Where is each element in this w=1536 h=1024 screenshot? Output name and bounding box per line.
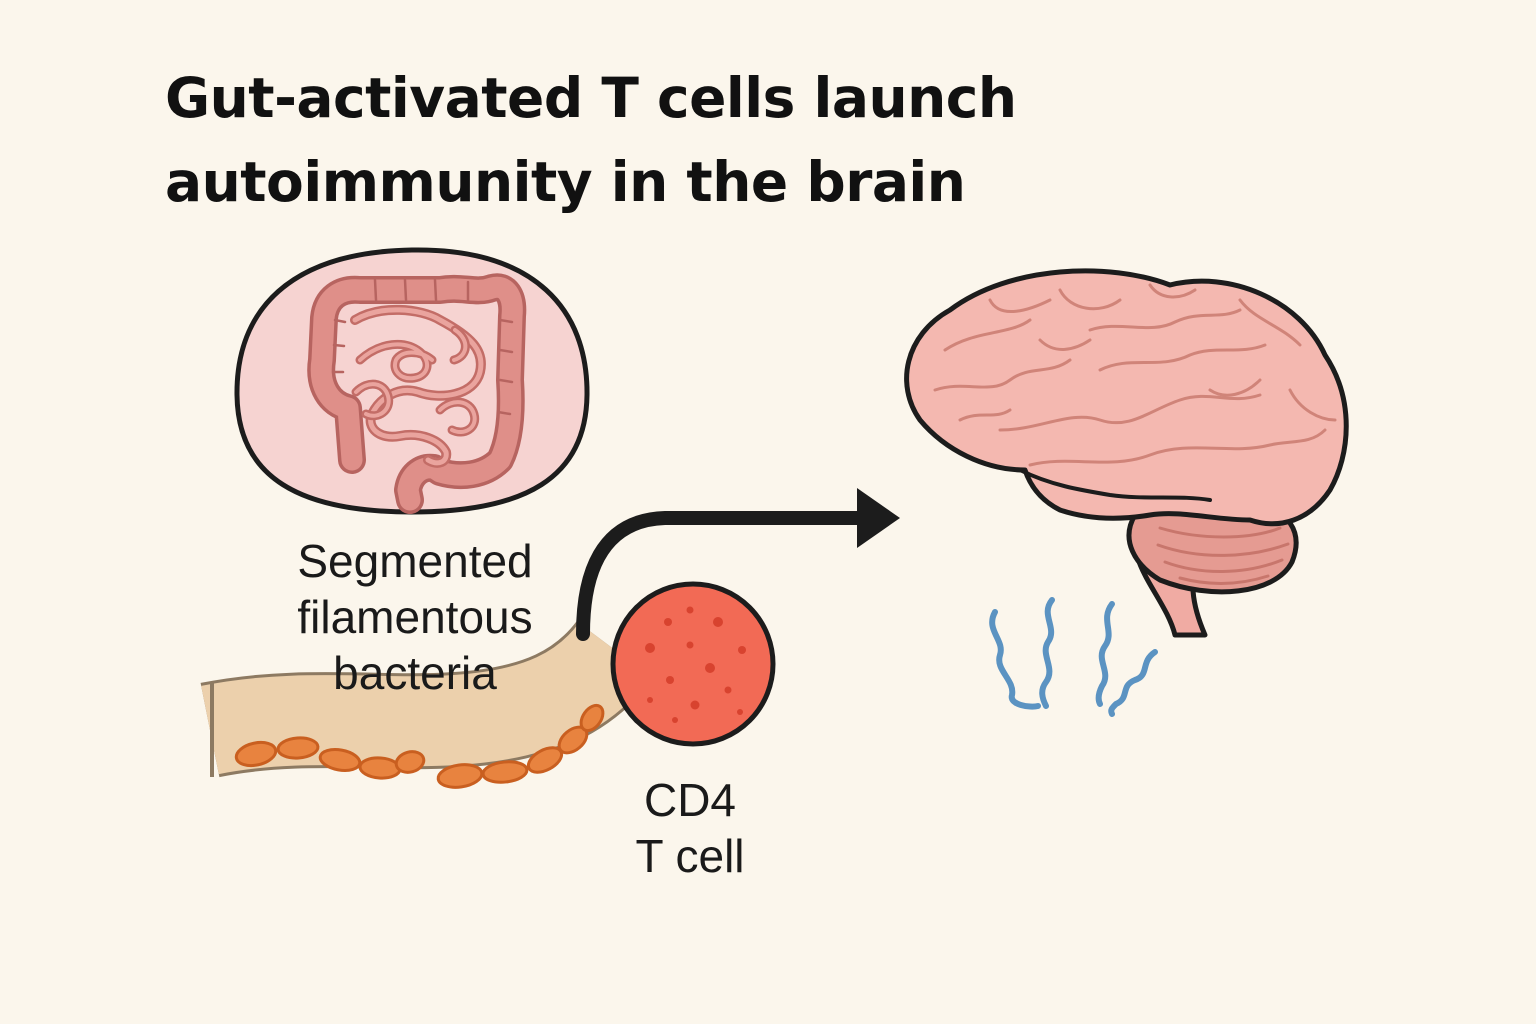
title-line-2: autoimmunity in the brain — [165, 150, 966, 214]
bacterium — [579, 703, 605, 733]
bacterium — [394, 750, 426, 774]
t-cell-label-line-1: CD4 — [643, 774, 737, 826]
bacterium — [234, 740, 278, 768]
t-cell-label-line-2: T cell — [635, 830, 745, 882]
bacterium — [481, 760, 529, 784]
t-cell-icon — [610, 581, 776, 747]
t-cell-label: CD4 T cell — [600, 772, 780, 884]
gut-icon — [234, 247, 590, 515]
diagram-title: Gut-activated T cells launch autoimmunit… — [165, 56, 1165, 224]
bacteria-label-line-3: bacteria — [333, 647, 497, 699]
title-line-1: Gut-activated T cells launch — [165, 66, 1017, 130]
bacterium — [276, 736, 320, 760]
bacteria-chains — [234, 703, 605, 789]
bacteria-tube-icon — [200, 620, 654, 778]
migration-arrow-icon — [576, 488, 900, 641]
bacteria-label-line-2: filamentous — [297, 591, 533, 643]
bacteria-label-line-1: Segmented — [297, 535, 533, 587]
bacteria-label: Segmented filamentous bacteria — [260, 533, 570, 701]
brain-icon — [904, 268, 1349, 638]
inflammation-squiggles-icon — [989, 597, 1158, 717]
